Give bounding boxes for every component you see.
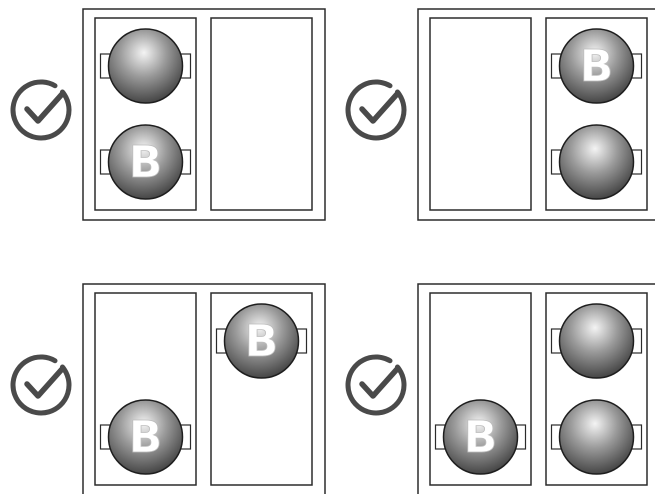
sphere-ball-icon [442,399,519,475]
left-compartment [429,17,532,211]
right-compartment [545,292,648,486]
sphere-ball-icon [107,28,184,104]
left-compartment: B [429,292,532,486]
ball: B [215,303,308,379]
ball: B [99,124,192,200]
ball [99,28,192,104]
sphere-ball-icon [107,124,184,200]
ball-label: B [129,137,163,188]
sphere-ball-icon [558,303,635,379]
sphere-ball-icon [107,399,184,475]
ball [550,124,643,200]
check-circle-icon [10,354,72,416]
ball-label: B [464,412,498,463]
right-compartment: B [210,292,313,486]
check-circle-icon [10,79,72,141]
sphere-ball-icon [223,303,300,379]
panel-bottom-left: BB [10,283,326,494]
panel-top-left: B [10,8,326,221]
ball [550,303,643,379]
sphere-ball-icon [558,124,635,200]
ball-label: B [580,41,614,92]
left-compartment: B [94,17,197,211]
ball-label: B [245,316,279,367]
ball [550,399,643,475]
sphere-ball-icon [558,28,635,104]
ball: B [99,399,192,475]
ball: B [434,399,527,475]
right-compartment: B [545,17,648,211]
panel-top-right: B [345,8,655,221]
sphere-ball-icon [558,399,635,475]
check-circle-icon [345,79,407,141]
check-circle-icon [345,354,407,416]
panel-bottom-right: B [345,283,655,494]
right-compartment [210,17,313,211]
left-compartment: B [94,292,197,486]
ball-label: B [129,412,163,463]
ball: B [550,28,643,104]
